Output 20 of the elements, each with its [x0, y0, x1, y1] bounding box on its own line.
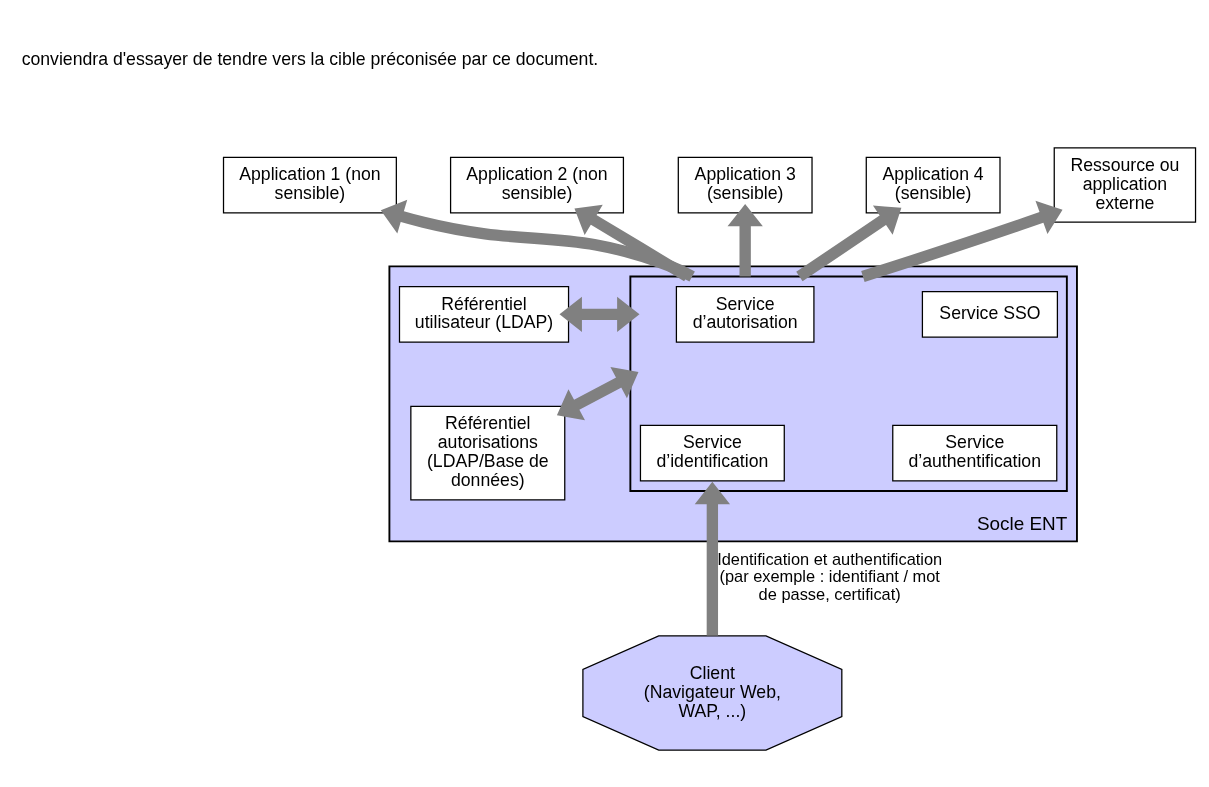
node-box: Référentiel utilisateur (LDAP) — [398, 285, 570, 343]
node-box: Service d’identification — [639, 424, 785, 481]
arrow — [556, 366, 639, 420]
edge-label: Identification et authentification (par exemple : identifiant / mot de passe, certificat) — [717, 549, 943, 603]
node-box: Service SSO — [921, 290, 1059, 338]
node-box: Application 2 (non sensible) — [449, 156, 625, 213]
node-box: Application 3 (sensible) — [677, 156, 813, 213]
node-box: Service d’authentification — [892, 424, 1058, 481]
cluster — [629, 275, 1068, 492]
arrow — [694, 481, 731, 635]
arrow — [559, 296, 640, 332]
arrow — [727, 203, 763, 276]
arrow — [380, 199, 695, 281]
label: conviendra d'essayer de tendre vers la cible préconisée par ce document. — [21, 48, 599, 69]
node-box: Ressource ou application externe — [1053, 146, 1197, 223]
node-box: Référentiel autorisations (LDAP/Base de données) — [410, 405, 566, 500]
node-box: Application 4 (sensible) — [865, 156, 1001, 213]
arrow — [796, 205, 902, 281]
node-box: Service d’autorisation — [675, 285, 815, 343]
node-box: Application 1 (non sensible) — [222, 156, 397, 213]
